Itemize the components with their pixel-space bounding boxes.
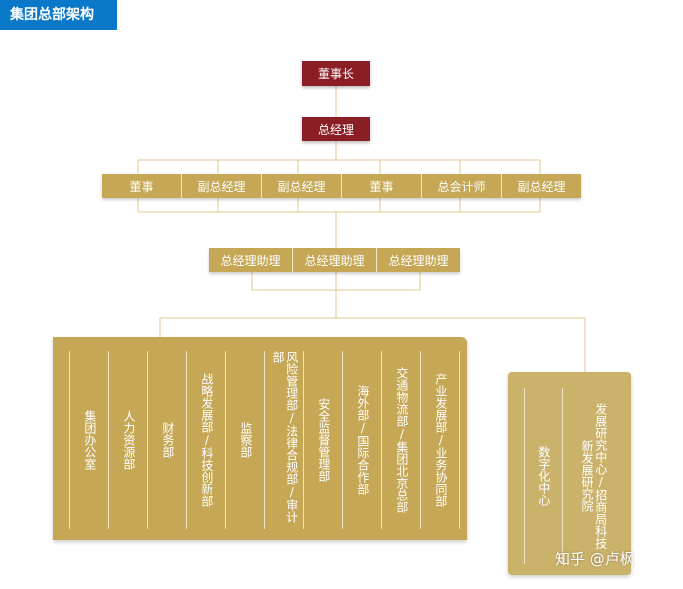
page-title: 集团总部架构 (0, 0, 117, 30)
department-item: 战略发展部/科技创新部 (199, 373, 214, 507)
department-item: 监察部 (238, 422, 253, 458)
exec-item: 董事 (342, 174, 422, 198)
departments-panel: 集团办公室 人力资源部 财务部 战略发展部/科技创新部 监察部 风险管理部/法律… (53, 337, 467, 540)
exec-item: 副总经理 (262, 174, 342, 198)
exec-item: 总会计师 (422, 174, 502, 198)
center-item-name: 新发展研究院 (580, 440, 594, 512)
department-item: 交通物流部/集团北京总部 (394, 367, 409, 513)
exec-item: 董事 (102, 174, 182, 198)
assistant-item: 总经理助理 (293, 248, 377, 272)
department-item: 安全监督管理部 (316, 398, 331, 482)
chairman-box: 董事长 (302, 61, 370, 86)
exec-item: 副总经理 (517, 179, 566, 194)
department-item: 财务部 (160, 422, 175, 458)
department-item: 人力资源部 (121, 410, 136, 470)
ceo-box: 总经理 (302, 117, 370, 141)
department-item: 产业发展部/业务协同部 (433, 373, 448, 507)
assistant-item: 总经理助理 (388, 253, 449, 268)
department-item: 风险管理部/法律合规部/审计部 (271, 351, 299, 523)
center-item: 发展研究中心/招商局科技 新发展研究院 (564, 388, 622, 564)
executives-bar: 董事 副总经理 副总经理 董事 总会计师 副总经理 (102, 174, 581, 198)
department-item: 集团办公室 (82, 410, 97, 470)
exec-item: 副总经理 (182, 174, 262, 198)
assistants-bar: 总经理助理 总经理助理 总经理助理 (209, 248, 460, 272)
centers-panel: 数字化中心 发展研究中心/招商局科技 新发展研究院 (508, 372, 631, 575)
department-item: 海外部/国际合作部 (355, 385, 370, 495)
watermark: 知乎 @卢枫 (555, 550, 635, 568)
assistant-item: 总经理助理 (209, 248, 293, 272)
center-item-name: 发展研究中心/招商局科技 (593, 403, 608, 549)
center-item: 数字化中心 (536, 446, 551, 506)
